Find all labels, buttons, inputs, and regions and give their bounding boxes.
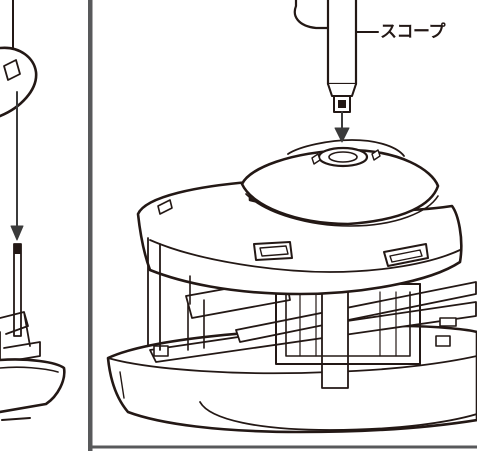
left-rod (13, 243, 22, 337)
left-basket-part (0, 311, 31, 367)
left-lid-fragment (0, 46, 38, 118)
left-base-bowl (0, 358, 66, 414)
scoop-callout-label: スコープ (380, 22, 445, 42)
right-panel (106, 0, 477, 434)
scoop-tool (293, 0, 358, 113)
left-lid-slot (3, 59, 21, 81)
down-arrow (334, 111, 350, 143)
appliance-lid (136, 139, 463, 351)
left-panel (0, 0, 66, 421)
lid-window-left (253, 241, 293, 261)
left-insert-arrow-head (10, 225, 24, 241)
panel-divider (88, 0, 93, 451)
lid-window-right (383, 243, 429, 267)
